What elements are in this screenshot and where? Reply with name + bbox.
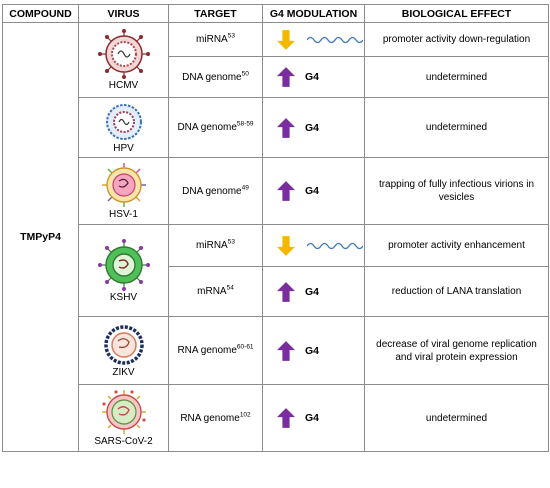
sarscov2-virion-icon bbox=[101, 390, 146, 434]
virus-cell-sarscov2: SARS-CoV-2 bbox=[78, 384, 169, 452]
effect-cell: decrease of viral genome replication and… bbox=[364, 316, 549, 385]
effect-cell: trapping of fully infectious virions in … bbox=[364, 157, 549, 225]
virus-name-hsv1: HSV-1 bbox=[109, 209, 138, 220]
g4-label: G4 bbox=[305, 285, 320, 298]
arrow-up-icon bbox=[277, 181, 295, 201]
g4-label: G4 bbox=[305, 71, 320, 83]
modulation-cell: G4 bbox=[262, 97, 365, 158]
table-row: DNA genome50 G4 undetermined bbox=[3, 56, 549, 98]
header-modulation: G4 MODULATION bbox=[262, 4, 365, 23]
hcmv-virion-icon bbox=[97, 29, 150, 79]
rna-wave-icon bbox=[307, 241, 363, 251]
effect-cell: undetermined bbox=[364, 56, 549, 98]
modulation-cell: G4 bbox=[262, 384, 365, 452]
virus-cell-hsv1: HSV-1 bbox=[78, 157, 169, 225]
table-row: mRNA54 G4 reduction of LANA translation bbox=[3, 266, 549, 317]
g4-label: G4 bbox=[305, 121, 320, 134]
g4-label: G4 bbox=[305, 185, 320, 197]
arrow-up-icon bbox=[277, 282, 295, 302]
modulation-cell: G4 bbox=[262, 56, 365, 98]
arrow-up-icon bbox=[277, 67, 295, 87]
target-cell: RNA genome60-61 bbox=[168, 316, 263, 385]
header-effect: BIOLOGICAL EFFECT bbox=[364, 4, 549, 23]
arrow-up-icon bbox=[277, 408, 295, 428]
table-row: SARS-CoV-2 RNA genome102 G4 undetermined bbox=[3, 384, 549, 452]
target-cell: DNA genome50 bbox=[168, 56, 263, 98]
modulation-cell: G4 bbox=[262, 266, 365, 317]
table-row: ZIKV RNA genome60-61 G4 decrease of vira… bbox=[3, 316, 549, 385]
table-row: KSHV miRNA53 promoter activity enhanceme… bbox=[3, 224, 549, 317]
target-cell: miRNA53 bbox=[168, 22, 263, 57]
effect-cell: undetermined bbox=[364, 97, 549, 158]
header-compound: COMPOUND bbox=[2, 4, 79, 23]
virus-name-zikv: ZIKV bbox=[112, 366, 135, 378]
virus-name-hcmv: HCMV bbox=[108, 80, 139, 91]
effect-cell: undetermined bbox=[364, 384, 549, 452]
g4-label: G4 bbox=[305, 344, 320, 357]
header-virus: VIRUS bbox=[78, 4, 169, 23]
rna-wave-icon bbox=[307, 35, 363, 45]
hpv-virion-icon bbox=[105, 103, 142, 140]
hsv1-virion-icon bbox=[101, 163, 146, 207]
modulation-cell: G4 bbox=[262, 316, 365, 385]
g4-label: G4 bbox=[305, 412, 320, 424]
arrow-down-icon bbox=[277, 236, 295, 256]
table-row: TMPyP4 HCMV bbox=[2, 22, 549, 452]
header-row: COMPOUND VIRUS TARGET G4 MODULATION BIOL… bbox=[2, 4, 549, 23]
modulation-cell: G4 bbox=[262, 157, 365, 225]
g4-modulation-table: COMPOUND VIRUS TARGET G4 MODULATION BIOL… bbox=[2, 4, 549, 452]
virus-cell-hcmv: HCMV bbox=[78, 22, 169, 98]
modulation-cell bbox=[262, 22, 365, 57]
arrow-down-icon bbox=[277, 30, 295, 50]
target-cell: DNA genome58-59 bbox=[168, 97, 263, 158]
target-cell: mRNA54 bbox=[168, 266, 263, 317]
arrow-up-icon bbox=[277, 118, 295, 138]
target-cell: miRNA53 bbox=[168, 224, 263, 267]
target-cell: DNA genome49 bbox=[168, 157, 263, 225]
kshv-virion-icon bbox=[97, 238, 150, 291]
compound-cell: TMPyP4 bbox=[2, 22, 79, 452]
virus-cell-hpv: HPV bbox=[78, 97, 169, 158]
virus-name-hpv: HPV bbox=[113, 142, 134, 154]
effect-cell: promoter activity down-regulation bbox=[364, 22, 549, 57]
virus-name-kshv: KSHV bbox=[109, 291, 138, 303]
table-row: HSV-1 DNA genome49 G4 trapping of fully … bbox=[3, 157, 549, 225]
table-row: HPV DNA genome58-59 G4 undetermined bbox=[3, 97, 549, 158]
virus-cell-kshv: KSHV bbox=[78, 224, 169, 317]
effect-cell: promoter activity enhancement bbox=[364, 224, 549, 267]
target-cell: RNA genome102 bbox=[168, 384, 263, 452]
modulation-cell bbox=[262, 224, 365, 267]
virus-cell-zikv: ZIKV bbox=[78, 316, 169, 385]
header-target: TARGET bbox=[168, 4, 263, 23]
zikv-virion-icon bbox=[103, 324, 144, 365]
arrow-up-icon bbox=[277, 341, 295, 361]
effect-cell: reduction of LANA translation bbox=[364, 266, 549, 317]
virus-name-sarscov2: SARS-CoV-2 bbox=[94, 436, 153, 447]
